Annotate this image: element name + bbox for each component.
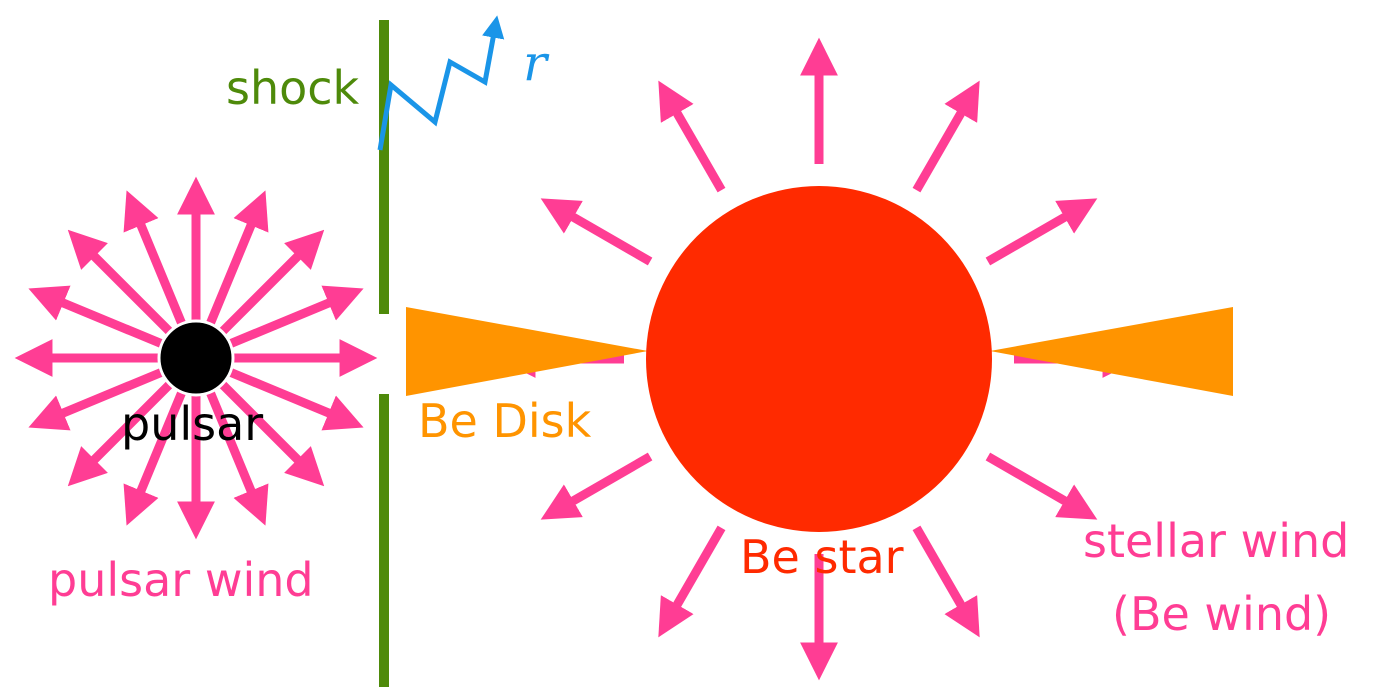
pulsar [159,321,233,395]
stellar-wind-arrow-11 [988,204,1088,262]
stellar-wind-arrow-12 [917,91,975,191]
stellar-wind-arrow-2 [664,91,722,191]
shock-label: shock [226,61,360,115]
be-wind-label: (Be wind) [1112,587,1331,641]
pulsar-wind-label: pulsar wind [48,553,314,607]
be-star-label: Be star [740,530,904,584]
stellar-wind-label: stellar wind [1083,514,1349,568]
stellar-wind-arrow-3 [551,204,651,262]
r-label: r [523,34,550,92]
r-arrow-icon [380,22,496,150]
be-star [646,186,992,532]
be-disk-label: Be Disk [418,394,592,448]
stellar-wind-arrow-5 [551,457,651,515]
be-disk-right-wedge [990,307,1233,396]
stellar-wind-arrow-6 [664,528,722,628]
be-disk-left-wedge [406,307,648,396]
stellar-wind-arrow-9 [988,457,1088,515]
stellar-wind-arrow-8 [917,528,975,628]
pulsar-label: pulsar [121,397,263,451]
